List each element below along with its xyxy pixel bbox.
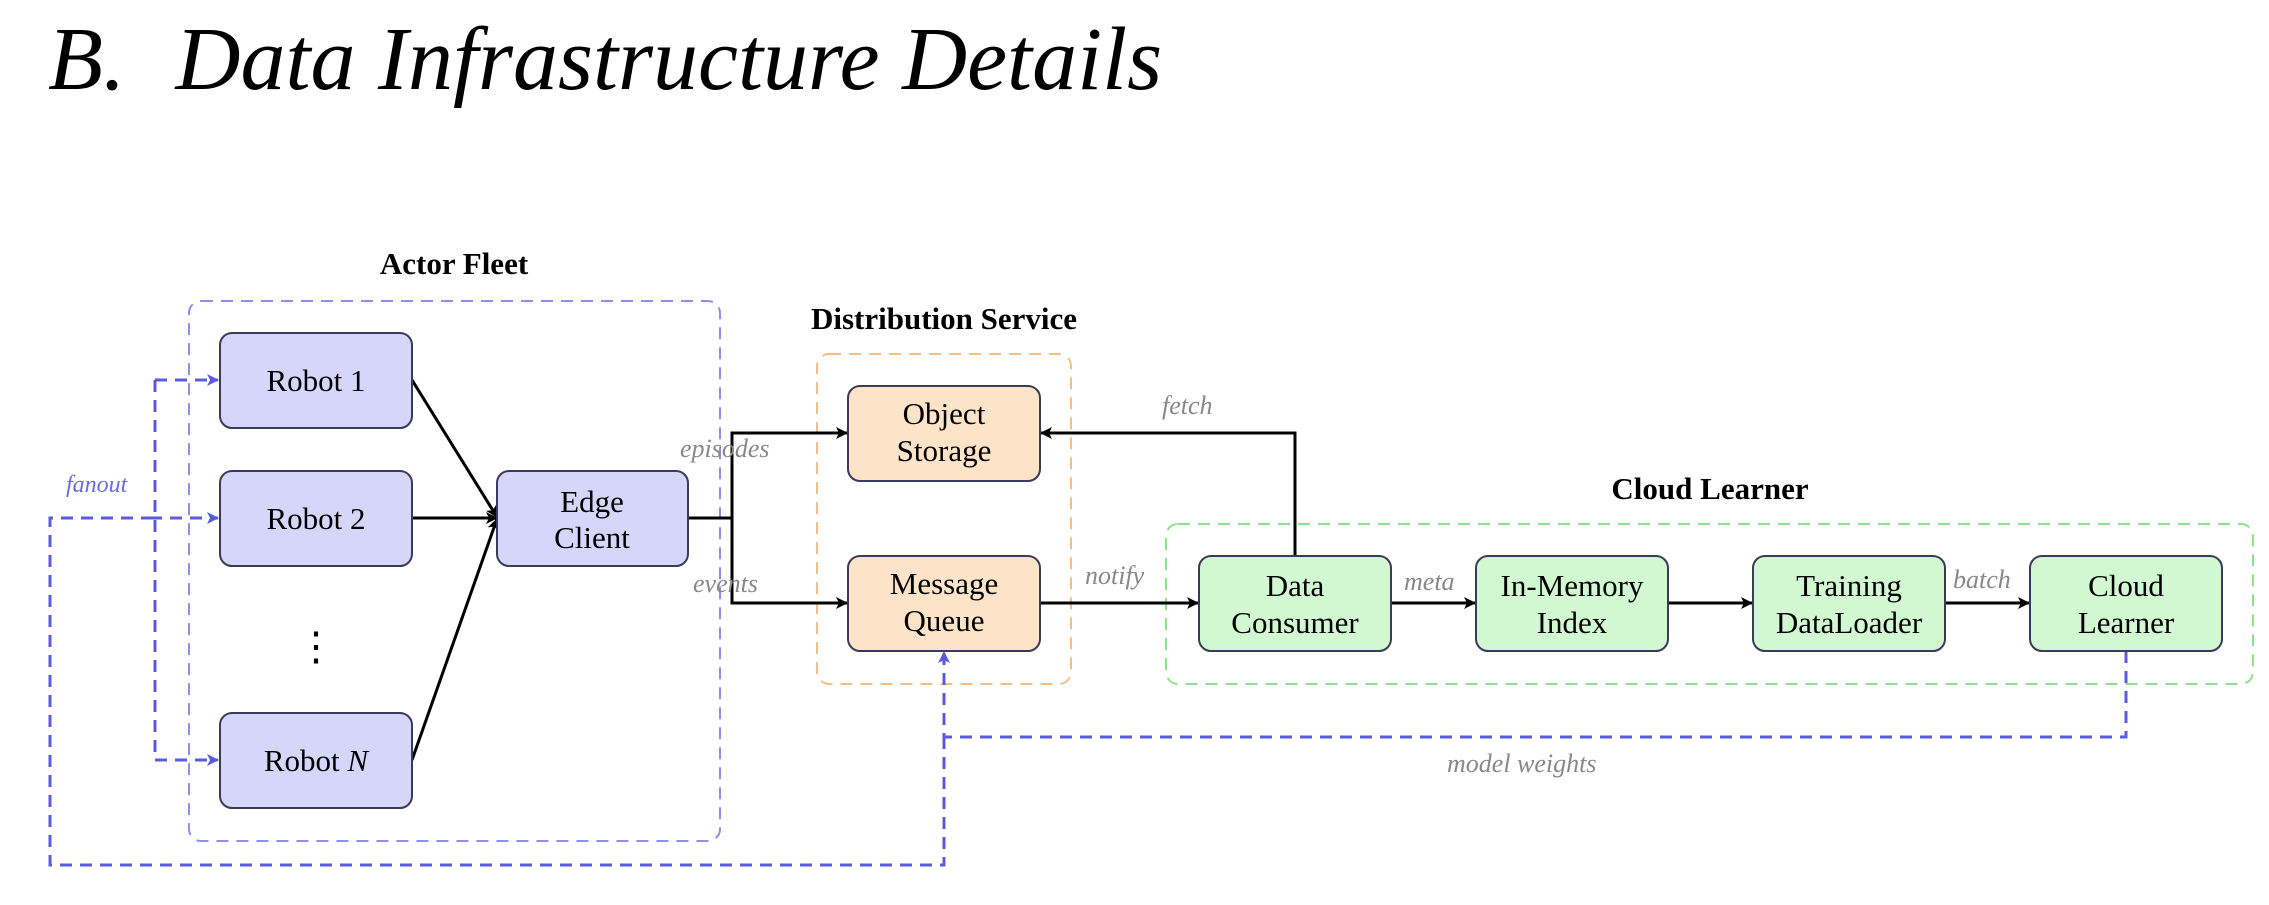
object-storage-label-line1: Object — [903, 396, 986, 431]
robot2-label: Robot 2 — [266, 501, 365, 536]
object-storage-label-line2: Storage — [897, 433, 992, 468]
robotN-node: Robot N — [219, 712, 413, 809]
robotN-label: Robot N — [264, 743, 371, 778]
label-meta: meta — [1404, 567, 1455, 596]
label-batch: batch — [1953, 565, 2011, 594]
data-consumer-node: Data Consumer — [1198, 555, 1392, 652]
label-episodes: episodes — [680, 434, 770, 463]
label-events: events — [693, 569, 758, 598]
section-title: Data Infrastructure Details — [175, 10, 1163, 109]
edge-events — [730, 518, 848, 609]
in-memory-index-node: In-Memory Index — [1475, 555, 1669, 652]
edge-model-weights — [938, 651, 2128, 739]
label-fanout: fanout — [66, 472, 129, 498]
cloud-learner-label-line2: Learner — [2078, 605, 2175, 640]
edge-fetch — [1040, 427, 1297, 555]
robotN-prefix: Robot — [264, 743, 348, 778]
cloud-learner-label-line1: Cloud — [2088, 568, 2164, 603]
edge-client-label-line1: Edge — [560, 484, 624, 519]
robot1-node: Robot 1 — [219, 332, 413, 429]
robot1-label: Robot 1 — [266, 363, 365, 398]
edge-robotN-to-client — [410, 518, 499, 761]
data-consumer-label-line2: Consumer — [1231, 605, 1359, 640]
edge-robot1-to-client — [410, 379, 499, 518]
actor-fleet-title: Actor Fleet — [380, 246, 529, 281]
edge-client-label-line2: Client — [554, 520, 630, 555]
in-memory-index-label-line1: In-Memory — [1501, 568, 1644, 603]
edge-feedback-return — [48, 516, 946, 867]
data-consumer-label-line1: Data — [1266, 568, 1325, 603]
actor-fleet-group — [188, 300, 721, 842]
object-storage-node: Object Storage — [847, 385, 1041, 482]
label-fetch: fetch — [1162, 391, 1213, 420]
training-dataloader-label-line2: DataLoader — [1776, 605, 1923, 640]
distribution-service-title: Distribution Service — [811, 301, 1077, 336]
edge-episodes — [730, 427, 848, 518]
section-heading: B. Data Infrastructure Details — [48, 8, 1162, 111]
message-queue-label-line1: Message — [890, 566, 998, 601]
training-dataloader-label-line1: Training — [1796, 568, 1902, 603]
edge-client-node: Edge Client — [496, 470, 689, 567]
robot-ellipsis: ⋮ — [296, 624, 336, 669]
message-queue-label-line2: Queue — [904, 603, 985, 638]
section-number: B. — [48, 10, 126, 109]
message-queue-node: Message Queue — [847, 555, 1041, 652]
cloud-learner-title: Cloud Learner — [1611, 471, 1808, 506]
robotN-variable: N — [346, 743, 370, 778]
training-dataloader-node: Training DataLoader — [1752, 555, 1946, 652]
in-memory-index-label-line2: Index — [1537, 605, 1608, 640]
robot2-node: Robot 2 — [219, 470, 413, 567]
label-model-weights: model weights — [1447, 749, 1597, 778]
cloud-learner-node: Cloud Learner — [2029, 555, 2223, 652]
label-notify: notify — [1085, 561, 1145, 590]
